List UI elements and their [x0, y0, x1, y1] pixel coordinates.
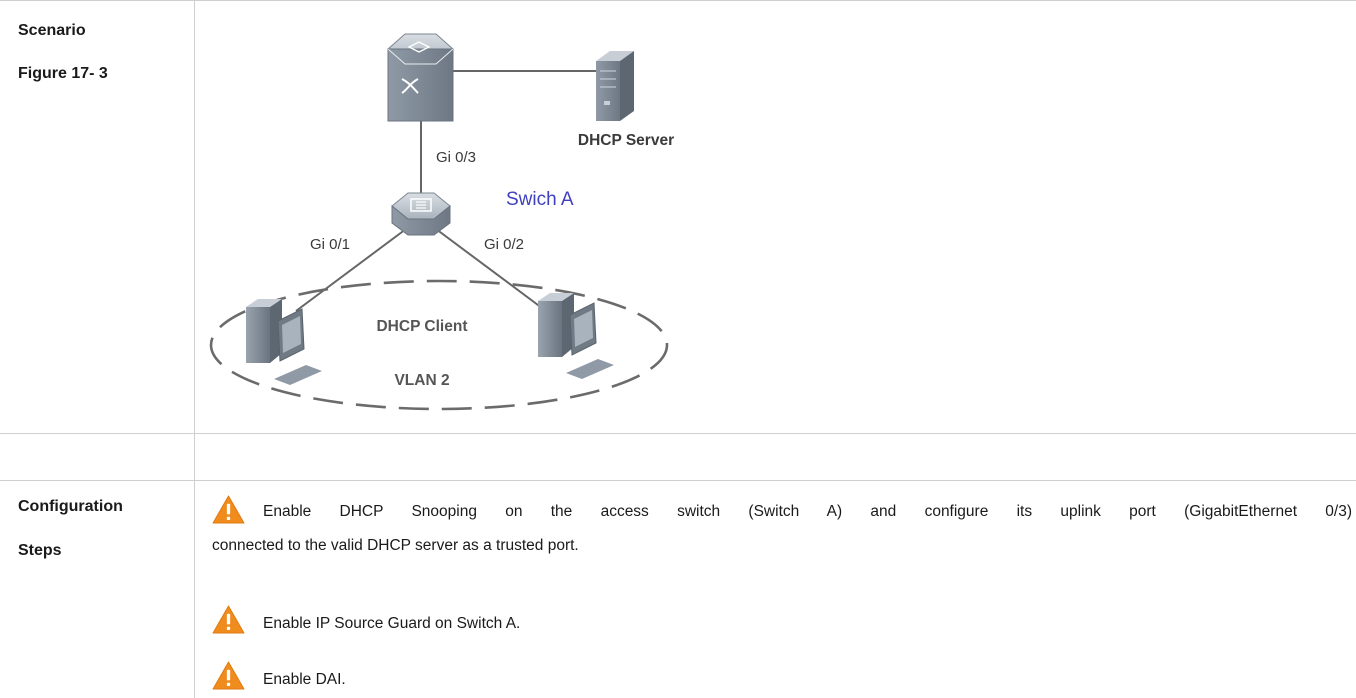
step-text-line2: connected to the valid DHCP server as a … — [212, 537, 579, 554]
dhcp-server-icon — [596, 51, 634, 121]
warning-icon — [212, 661, 245, 690]
uplink-port-label: Gi 0/3 — [436, 149, 476, 166]
warning-icon — [212, 605, 245, 634]
empty-content-cell — [196, 434, 1356, 480]
config-label-cell: Configuration Steps — [0, 481, 195, 698]
step-text: Enable IP Source Guard on Switch A. — [263, 615, 521, 632]
link-switch-to-client-right — [435, 228, 547, 312]
config-steps-cell: Enable DHCP Snooping on the access switc… — [196, 481, 1356, 698]
step-item: Enable DHCP Snooping on the access switc… — [212, 495, 1352, 556]
dhcp-client-label: DHCP Client — [376, 318, 467, 335]
network-topology-diagram: DHCP Server Gi 0/3 Swich A Gi 0/1 Gi 0/2 — [209, 33, 674, 411]
step-item: Enable IP Source Guard on Switch A. — [212, 605, 1352, 634]
link-switch-to-client-left — [295, 228, 407, 312]
warning-icon — [212, 495, 245, 524]
client-pc-right-icon — [538, 293, 614, 379]
access-switch-icon — [391, 192, 451, 236]
left-port-label: Gi 0/1 — [310, 236, 350, 253]
step-text: Enable DAI. — [263, 671, 346, 688]
vlan-boundary-ring — [209, 279, 669, 411]
config-label-line1: Configuration — [18, 498, 123, 515]
figure-cell: DHCP Server Gi 0/3 Swich A Gi 0/1 Gi 0/2 — [196, 1, 1356, 433]
scenario-row: Scenario Figure 17- 3 — [0, 1, 1356, 434]
empty-row — [0, 434, 1356, 481]
dhcp-server-label: DHCP Server — [578, 132, 674, 149]
client-pc-left-icon — [246, 299, 322, 385]
step-item: Enable DAI. — [212, 661, 1352, 690]
scenario-label-cell: Scenario Figure 17- 3 — [0, 1, 195, 433]
switch-a-label: Swich A — [506, 189, 574, 210]
step-text-line1: Enable DHCP Snooping on the access switc… — [263, 503, 1352, 520]
empty-label-cell — [0, 434, 195, 480]
configuration-steps-row: Configuration Steps Enable DHCP Snooping… — [0, 481, 1356, 698]
figure-label: Figure 17- 3 — [18, 65, 108, 82]
core-switch-icon — [387, 33, 454, 122]
config-label-line2: Steps — [18, 542, 62, 559]
scenario-label: Scenario — [18, 22, 86, 39]
vlan-label: VLAN 2 — [394, 372, 449, 389]
right-port-label: Gi 0/2 — [484, 236, 524, 253]
